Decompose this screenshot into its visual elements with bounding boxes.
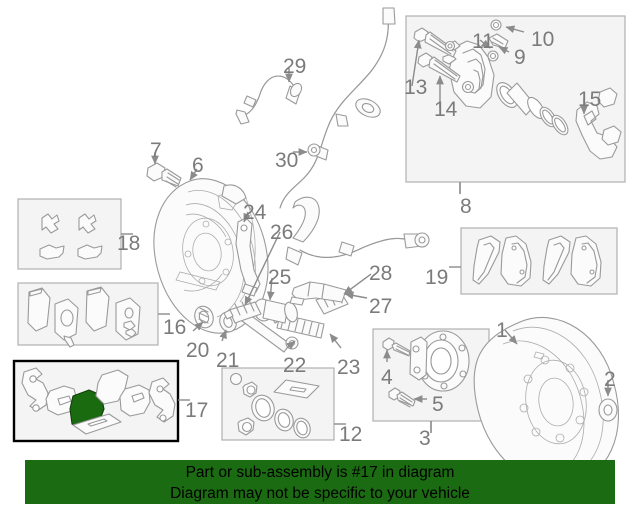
callout-27: 27 bbox=[369, 295, 393, 318]
callout-1: 1 bbox=[496, 319, 508, 342]
callout-20: 20 bbox=[186, 339, 210, 362]
shoe-hold-down-pin bbox=[253, 298, 298, 324]
callout-28: 28 bbox=[369, 262, 393, 285]
callout-8: 8 bbox=[460, 195, 472, 218]
callout-13: 13 bbox=[404, 76, 428, 99]
box-17-frame bbox=[12, 359, 190, 443]
banner-line-1: Part or sub-assembly is #17 in diagram bbox=[185, 464, 455, 481]
callout-4: 4 bbox=[381, 366, 393, 389]
brake-hose bbox=[235, 75, 303, 125]
abs-sensor-harness bbox=[279, 7, 430, 266]
box-8-frame bbox=[405, 15, 626, 194]
callout-30: 30 bbox=[275, 149, 299, 172]
callout-9: 9 bbox=[514, 46, 526, 69]
box-16-frame bbox=[17, 282, 170, 348]
box-19-frame bbox=[449, 227, 618, 295]
callout-15: 15 bbox=[578, 88, 602, 111]
brake-rotor bbox=[473, 317, 619, 486]
callout-leaders bbox=[151, 25, 612, 433]
banner-line-2: Diagram may not be specific to your vehi… bbox=[170, 485, 470, 502]
callout-21: 21 bbox=[216, 349, 240, 372]
callout-18: 18 bbox=[117, 232, 141, 255]
backing-plate-bolt bbox=[146, 162, 182, 188]
box-3-frame bbox=[372, 328, 490, 433]
callout-6: 6 bbox=[192, 154, 204, 177]
callout-22: 22 bbox=[283, 354, 307, 377]
rotor-screw bbox=[598, 398, 618, 422]
backing-plate bbox=[153, 178, 269, 334]
callout-26: 26 bbox=[270, 221, 294, 244]
callout-12: 12 bbox=[339, 423, 363, 446]
box-12-frame bbox=[221, 367, 346, 441]
callout-5: 5 bbox=[432, 393, 444, 416]
callout-17: 17 bbox=[185, 399, 209, 422]
part-notice-banner: Part or sub-assembly is #17 in diagram D… bbox=[25, 460, 615, 504]
callout-10: 10 bbox=[531, 28, 555, 51]
hold-down-spring-a bbox=[223, 299, 262, 324]
callout-16: 16 bbox=[163, 316, 187, 339]
callout-14: 14 bbox=[434, 98, 458, 121]
callout-19: 19 bbox=[425, 266, 449, 289]
callout-23: 23 bbox=[337, 356, 361, 379]
callout-3: 3 bbox=[419, 427, 431, 450]
callout-24: 24 bbox=[243, 201, 267, 224]
box-18-frame bbox=[17, 198, 133, 270]
shoe-adjuster bbox=[289, 281, 347, 306]
callout-2: 2 bbox=[604, 368, 616, 391]
callout-7: 7 bbox=[150, 139, 162, 162]
callout-11: 11 bbox=[472, 30, 494, 53]
callout-25: 25 bbox=[268, 266, 292, 289]
callout-29: 29 bbox=[283, 55, 307, 78]
